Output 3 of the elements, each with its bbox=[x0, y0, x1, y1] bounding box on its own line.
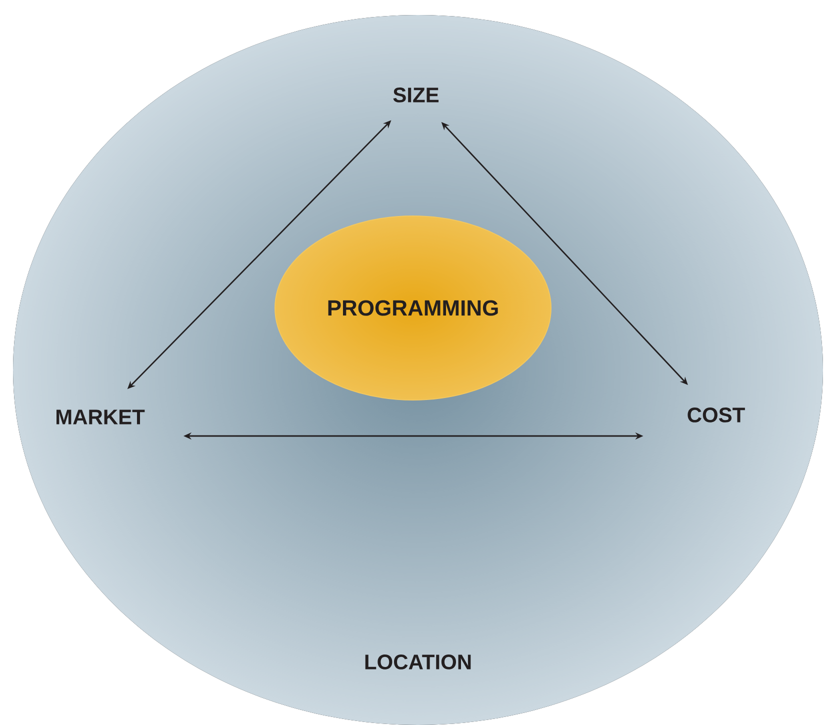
factor-label: COST bbox=[688, 408, 745, 422]
factor-label: MARKET bbox=[56, 410, 145, 424]
factor-label: SIZE bbox=[393, 88, 439, 102]
